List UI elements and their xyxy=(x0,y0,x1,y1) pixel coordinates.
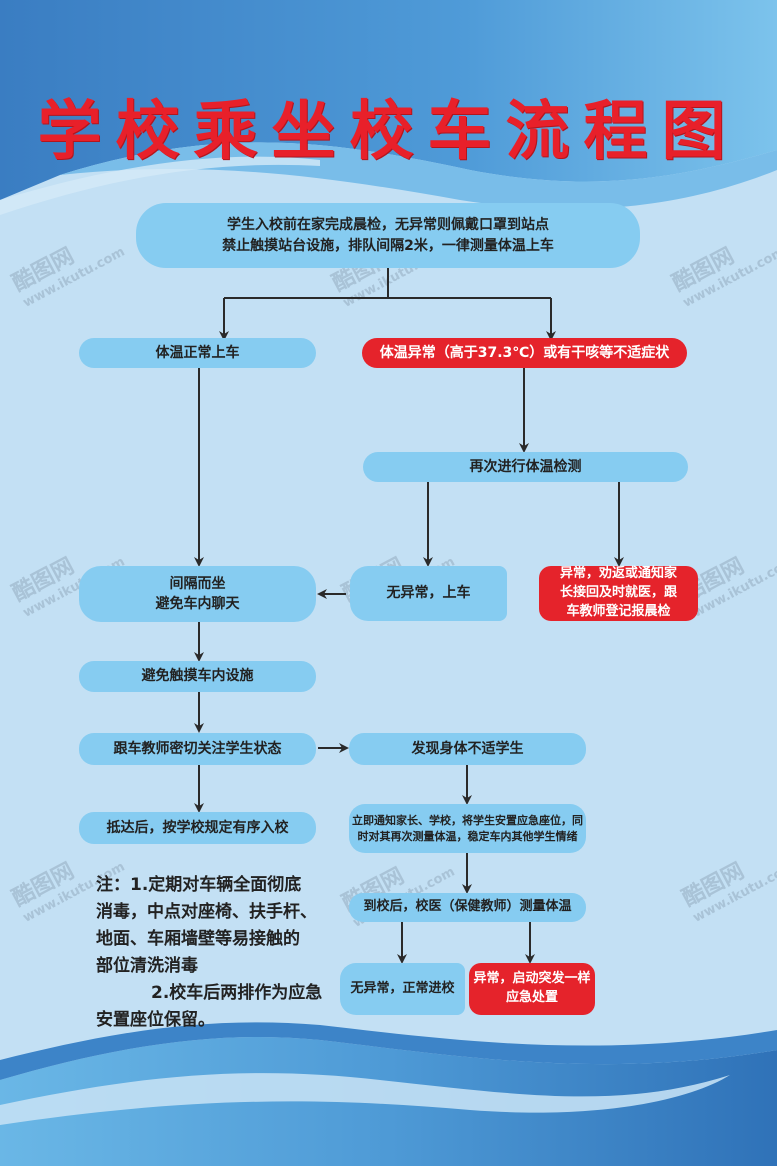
note-line: 部位清洗消毒 xyxy=(96,956,198,976)
notify-line2: 时对其再次测量体温，稳定车内其他学生情绪 xyxy=(357,829,578,843)
note-line: 地面、车厢墙壁等易接触的 xyxy=(96,929,300,949)
found-unwell-label: 发现身体不适学生 xyxy=(411,740,524,757)
page-title: 学校乘坐校车流程图 xyxy=(37,95,740,169)
school-ok-step: 无异常，正常进校 xyxy=(340,963,465,1015)
note-line: 安置座位保留。 xyxy=(96,1010,215,1030)
note-line: 消毒，中点对座椅、扶手杆、 xyxy=(96,902,317,922)
recheck-ok-step: 无异常，上车 xyxy=(350,566,507,621)
notify-line1: 立即通知家长、学校，将学生安置应急座位，同 xyxy=(352,813,583,827)
normal-temp-step: 体温正常上车 xyxy=(79,338,316,368)
no-touch-label: 避免触摸车内设施 xyxy=(141,668,254,685)
seat-apart-line2: 避免车内聊天 xyxy=(155,596,240,612)
recheck-label: 再次进行体温检测 xyxy=(469,458,582,475)
abnormal-temp-step: 体温异常（高于37.3℃）或有干咳等不适症状 xyxy=(362,338,687,368)
seat-apart-step: 间隔而坐 避免车内聊天 xyxy=(79,566,316,622)
teacher-watch-label: 跟车教师密切关注学生状态 xyxy=(113,740,282,757)
school-fail-line2: 应急处置 xyxy=(505,990,558,1005)
seat-apart-line1: 间隔而坐 xyxy=(169,575,226,592)
recheck-step: 再次进行体温检测 xyxy=(363,452,688,482)
school-check-label: 到校后，校医（保健教师）测量体温 xyxy=(363,899,572,915)
no-touch-step: 避免触摸车内设施 xyxy=(79,661,316,692)
footer-wave-background xyxy=(0,1022,777,1166)
note-line: 2.校车后两排作为应急 xyxy=(151,983,323,1003)
school-fail-line1: 异常，启动突发一样 xyxy=(473,971,591,987)
abnormal-temp-label: 体温异常（高于37.3℃）或有干咳等不适症状 xyxy=(379,344,670,361)
arrive-label: 抵达后，按学校规定有序入校 xyxy=(106,819,289,836)
school-check-step: 到校后，校医（保健教师）测量体温 xyxy=(349,893,586,922)
recheck-fail-line1: 异常，劝返或通知家 xyxy=(559,566,677,582)
normal-temp-label: 体温正常上车 xyxy=(155,344,240,361)
teacher-watch-step: 跟车教师密切关注学生状态 xyxy=(79,733,316,765)
school-ok-label: 无异常，正常进校 xyxy=(350,980,455,996)
start-step-line2: 禁止触摸站台设施，排队间隔2米，一律测量体温上车 xyxy=(222,237,554,254)
notes-block: 注：1.定期对车辆全面彻底 消毒，中点对座椅、扶手杆、 地面、车厢墙壁等易接触的… xyxy=(96,872,341,1034)
school-fail-step: 异常，启动突发一样 应急处置 xyxy=(469,963,595,1015)
notify-step: 立即通知家长、学校，将学生安置应急座位，同 时对其再次测量体温，稳定车内其他学生… xyxy=(349,804,586,853)
recheck-ok-label: 无异常，上车 xyxy=(386,585,471,602)
start-step: 学生入校前在家完成晨检，无异常则佩戴口罩到站点 禁止触摸站台设施，排队间隔2米，… xyxy=(136,203,640,268)
recheck-fail-line3: 车教师登记报晨检 xyxy=(566,603,671,619)
found-unwell-step: 发现身体不适学生 xyxy=(349,733,586,765)
note-line: 注：1.定期对车辆全面彻底 xyxy=(96,875,302,895)
recheck-fail-step: 异常，劝返或通知家 长接回及时就医，跟 车教师登记报晨检 xyxy=(539,566,698,621)
start-step-line1: 学生入校前在家完成晨检，无异常则佩戴口罩到站点 xyxy=(227,217,549,234)
recheck-fail-line2: 长接回及时就医，跟 xyxy=(559,585,677,601)
header-wave-background xyxy=(0,0,777,300)
arrive-step: 抵达后，按学校规定有序入校 xyxy=(79,812,316,844)
